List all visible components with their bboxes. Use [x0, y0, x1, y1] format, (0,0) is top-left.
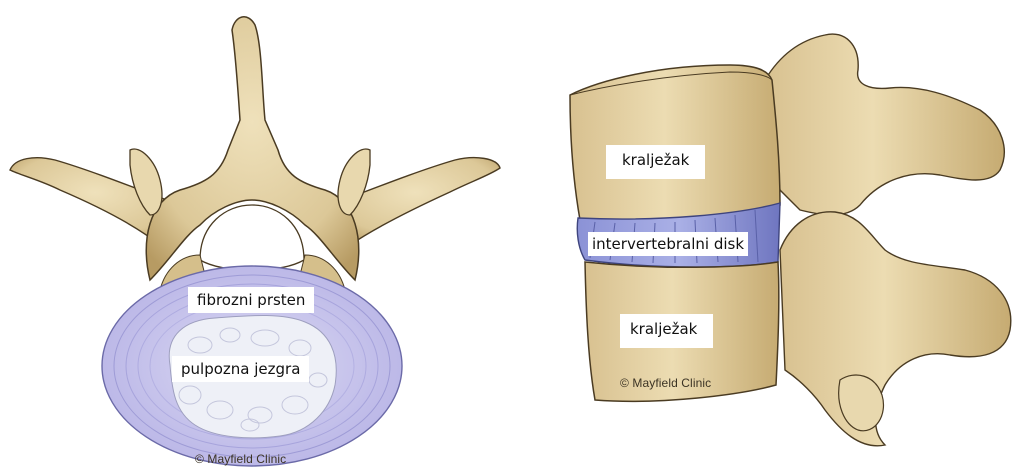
annulus-label: fibrozni prsten: [188, 287, 314, 313]
vertebra-top-label: kralježak: [606, 145, 705, 179]
spinal-canal: [200, 205, 304, 270]
mayfield-credit-left: © Mayfield Clinic: [195, 452, 286, 466]
mayfield-credit-right: © Mayfield Clinic: [620, 376, 711, 390]
disc-label: intervertebralni disk: [588, 232, 748, 256]
axial-vertebra-illustration: fibrozni prsten pulpozna jezgra © Mayfie…: [0, 0, 520, 475]
lateral-spine-illustration: kralježak intervertebralni disk kralježa…: [540, 0, 1022, 475]
vertebra-bottom-label: kralježak: [620, 314, 713, 348]
nucleus-label: pulpozna jezgra: [172, 356, 309, 382]
upper-posterior-elements: [765, 34, 1004, 215]
lower-posterior-elements: [780, 212, 1011, 446]
axial-vertebra-svg: [0, 0, 520, 475]
